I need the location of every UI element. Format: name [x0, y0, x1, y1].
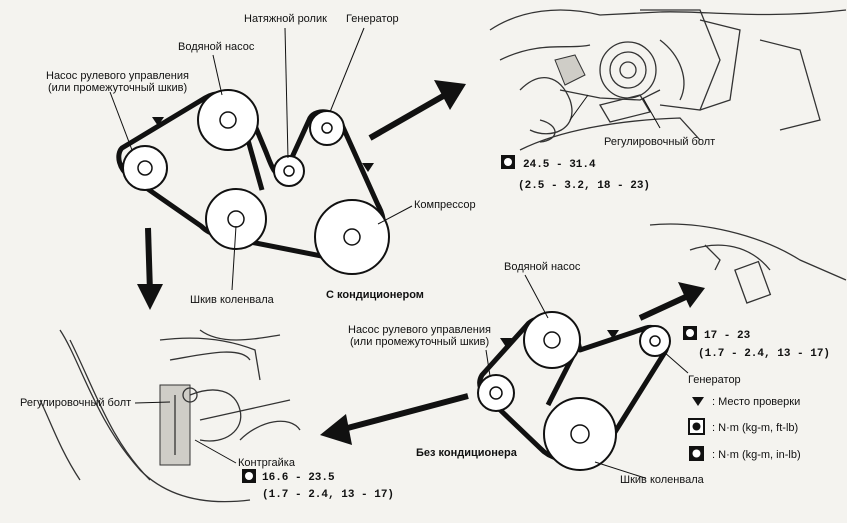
noac-generator-label: Генератор — [688, 374, 741, 386]
noac-check-point-marker — [607, 330, 619, 339]
noac-water-pump-label: Водяной насос — [504, 261, 581, 273]
ac-power-steering-sublabel: (или промежуточный шкив) — [48, 82, 187, 94]
legend-nm-inlb-label: N·m (kg-m, in-lb) — [718, 449, 801, 461]
legend-check-point-label: Место проверки — [718, 396, 800, 408]
noac-check-point-marker — [500, 338, 512, 347]
noac-torque-conversion: (1.7 - 2.4, 13 - 17) — [698, 348, 830, 360]
arrow-to-top-photo — [434, 80, 466, 110]
ac-check-point-marker — [152, 117, 164, 126]
noac-belt-diagram — [477, 274, 689, 479]
ac-check-point-marker — [362, 163, 374, 172]
torque-wrench-icon — [683, 326, 697, 340]
torque-wrench-inlb-legend-icon — [689, 446, 704, 461]
noac-diagram-caption: Без кондиционера — [416, 447, 518, 459]
noac-power-steering-label: Насос рулевого управления — [348, 324, 491, 336]
bottom-adjust-bolt-label: Регулировочный болт — [20, 397, 131, 409]
bottom-torque-value: 16.6 - 23.5 — [262, 472, 335, 484]
ac-diagram-caption: С кондиционером — [326, 289, 424, 301]
ac-crankshaft-label: Шкив коленвала — [190, 294, 275, 306]
ac-generator-label: Генератор — [346, 13, 399, 25]
bottom-left-engine-photo — [39, 329, 301, 503]
arrow-to-bottom-photo — [137, 284, 163, 310]
top-adjust-bolt-label: Регулировочный болт — [604, 136, 715, 148]
legend-nm-ftlb-text: : N·m (kg-m, ft-lb) — [712, 422, 798, 434]
ac-belt-diagram — [109, 27, 413, 291]
noac-torque-value: 17 - 23 — [704, 330, 751, 342]
legend-nm-inlb-text: : N·m (kg-m, in-lb) — [712, 449, 801, 461]
top-torque-conversion: (2.5 - 3.2, 18 - 23) — [518, 180, 650, 192]
torque-wrench-icon-inlb — [242, 469, 256, 483]
torque-wrench-legend-icon — [688, 418, 705, 435]
generator-bolt-detail — [649, 223, 847, 304]
ac-compressor-label: Компрессор — [414, 199, 476, 211]
check-point-legend-icon — [692, 397, 704, 406]
bottom-torque-conversion: (1.7 - 2.4, 13 - 17) — [262, 489, 394, 501]
arrow-to-generator-detail — [678, 282, 705, 308]
noac-crankshaft-label: Шкив коленвала — [620, 474, 705, 486]
top-torque-value: 24.5 - 31.4 — [523, 159, 596, 171]
legend-check-point-text: : Место проверки — [712, 396, 800, 408]
ac-power-steering-label: Насос рулевого управления — [46, 70, 189, 82]
noac-power-steering-sublabel: (или промежуточный шкив) — [350, 336, 489, 348]
bottom-locknut-label: Контргайка — [238, 457, 296, 469]
torque-wrench-icon — [501, 155, 515, 169]
ac-tensioner-label: Натяжной ролик — [244, 13, 327, 25]
direction-arrows — [137, 80, 705, 445]
top-right-engine-photo — [489, 9, 847, 151]
ac-water-pump-label: Водяной насос — [178, 41, 255, 53]
legend-nm-ftlb-label: N·m (kg-m, ft-lb) — [718, 422, 798, 434]
arrow-to-bottom-left-photo — [320, 414, 352, 445]
